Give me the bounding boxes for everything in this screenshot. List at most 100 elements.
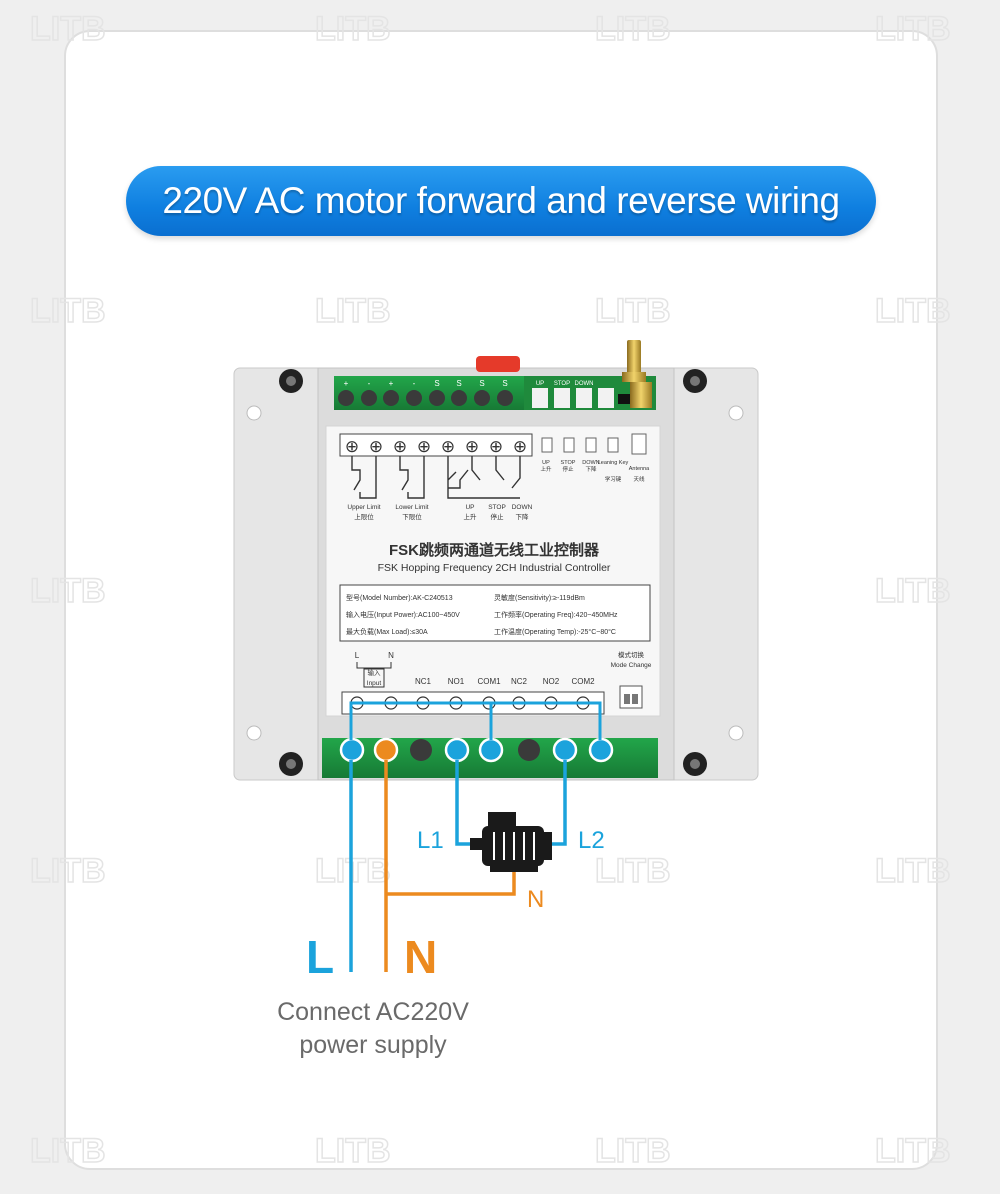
channel-label: NC2 <box>511 677 528 686</box>
screw-symbol: ⊕ <box>489 437 503 456</box>
limit-label: Upper Limit <box>347 504 380 511</box>
watermark: LITB <box>30 292 106 330</box>
terminal-NC2 <box>518 739 540 761</box>
up-button[interactable] <box>532 388 548 408</box>
motor-icon <box>470 812 552 872</box>
terminal-NO2 <box>552 737 578 763</box>
channel-label: NO1 <box>448 677 465 686</box>
banner-title: 220V AC motor forward and reverse wiring <box>162 180 840 221</box>
top-screw-symbol-row <box>339 433 533 457</box>
antenna-icon <box>631 433 647 455</box>
watermark: LITB <box>315 292 391 330</box>
motor-L1-label: L1 <box>417 827 444 854</box>
device-title-en: FSK Hopping Frequency 2CH Industrial Con… <box>378 562 611 574</box>
button-header: STOP <box>554 381 570 387</box>
spec-freq: 工作频率(Operating Freq):420~450MHz <box>494 610 618 619</box>
mode-cn-label: 模式切换 <box>618 650 645 659</box>
spec-max-load: 最大负载(Max Load):≤30A <box>346 627 428 636</box>
button-header: UP <box>536 381 544 387</box>
watermark: LITB <box>875 1132 951 1170</box>
top-terminal-label: - <box>368 379 371 388</box>
button-header: DOWN <box>575 381 594 387</box>
top-terminal-label: S <box>479 379 484 388</box>
label-bridge-lines <box>349 701 602 713</box>
stop-button-icon <box>563 437 575 453</box>
input-en-label: Input <box>367 680 382 687</box>
top-terminal-block <box>334 376 524 410</box>
terminal-NO1 <box>444 737 470 763</box>
input-L-label: L <box>355 651 360 660</box>
channel-label: COM2 <box>571 677 595 686</box>
button-label-cn: 学习键 <box>605 475 622 483</box>
screw-symbol: ⊕ <box>417 437 431 456</box>
watermark: LITB <box>30 572 106 610</box>
terminal-COM2 <box>588 737 614 763</box>
watermark: LITB <box>30 10 106 48</box>
spec-temp: 工作温度(Operating Temp):-25°C~80°C <box>494 627 616 636</box>
button-label-cn: 上升 <box>540 465 552 473</box>
down-button[interactable] <box>576 388 592 408</box>
top-terminal-label: S <box>434 379 439 388</box>
title-banner: 220V AC motor forward and reverse wiring <box>126 166 876 236</box>
spec-box <box>339 584 651 642</box>
down-button-icon <box>585 437 597 453</box>
up-button-icon <box>541 437 553 453</box>
caption-line-2: power supply <box>299 1031 447 1059</box>
switch-label: DOWN <box>512 504 533 511</box>
terminal-L <box>339 737 365 763</box>
spec-model: 型号(Model Number):AK-C240513 <box>346 593 453 602</box>
wire-L2 <box>550 760 567 846</box>
motor-L2-label: L2 <box>578 827 605 854</box>
mode-switch[interactable] <box>619 685 643 709</box>
stop-button[interactable] <box>554 388 570 408</box>
screw-symbol: ⊕ <box>345 437 359 456</box>
learn-button-icon <box>607 437 619 453</box>
spec-input-power: 输入电压(Input Power):AC100~450V <box>346 610 460 619</box>
button-label-cn: 天线 <box>633 475 645 483</box>
wire-L1 <box>455 760 472 846</box>
input-N-label: N <box>388 651 394 660</box>
screw-symbol: ⊕ <box>513 437 527 456</box>
watermark: LITB <box>30 852 106 890</box>
channel-label: NC1 <box>415 677 432 686</box>
button-label: Leaning Key <box>598 460 629 466</box>
caption-line-1: Connect AC220V <box>277 998 469 1026</box>
watermark: LITB <box>30 1132 106 1170</box>
watermarks: LITB LITB LITB LITB LITB LITB LITB LITB … <box>29 9 951 1171</box>
screw-symbol: ⊕ <box>441 437 455 456</box>
watermark: LITB <box>875 852 951 890</box>
mode-en-label: Mode Change <box>611 662 652 669</box>
top-terminal-label: + <box>344 379 349 388</box>
screw-symbol: ⊕ <box>465 437 479 456</box>
spec-sensitivity: 灵敏度(Sensitivity):≥-119dBm <box>494 593 585 602</box>
button-label-cn: 下降 <box>585 465 597 473</box>
switch-label-cn: 停止 <box>491 512 505 521</box>
release-tab <box>476 356 520 372</box>
motor-N-label: N <box>527 886 544 913</box>
switch-schematic <box>351 456 521 499</box>
watermark: LITB <box>595 292 671 330</box>
top-terminal-label: + <box>389 379 394 388</box>
watermark: LITB <box>315 10 391 48</box>
antenna-connector <box>618 340 652 408</box>
limit-label: Lower Limit <box>395 504 428 511</box>
bottom-terminals <box>339 737 614 763</box>
top-terminal-screws <box>338 390 513 406</box>
limit-label-cn: 下限位 <box>402 512 422 521</box>
switch-label: STOP <box>488 504 506 511</box>
wiring <box>349 760 567 972</box>
terminal-NC1 <box>410 739 432 761</box>
limit-label-cn: 上限位 <box>354 512 374 521</box>
device-title-cn: FSK跳频两通道无线工业控制器 <box>389 541 600 559</box>
screw-symbol: ⊕ <box>369 437 383 456</box>
supply-N-label: N <box>404 931 437 983</box>
switch-label-cn: 上升 <box>464 512 478 521</box>
watermark: LITB <box>875 572 951 610</box>
mounting-holes <box>246 369 744 776</box>
button-label: UP <box>542 460 550 466</box>
button-label: STOP <box>561 460 576 466</box>
button-label: DOWN <box>582 460 599 466</box>
learn-button[interactable] <box>598 388 614 408</box>
button-label-cn: 停止 <box>562 465 574 473</box>
top-terminal-label: S <box>456 379 461 388</box>
